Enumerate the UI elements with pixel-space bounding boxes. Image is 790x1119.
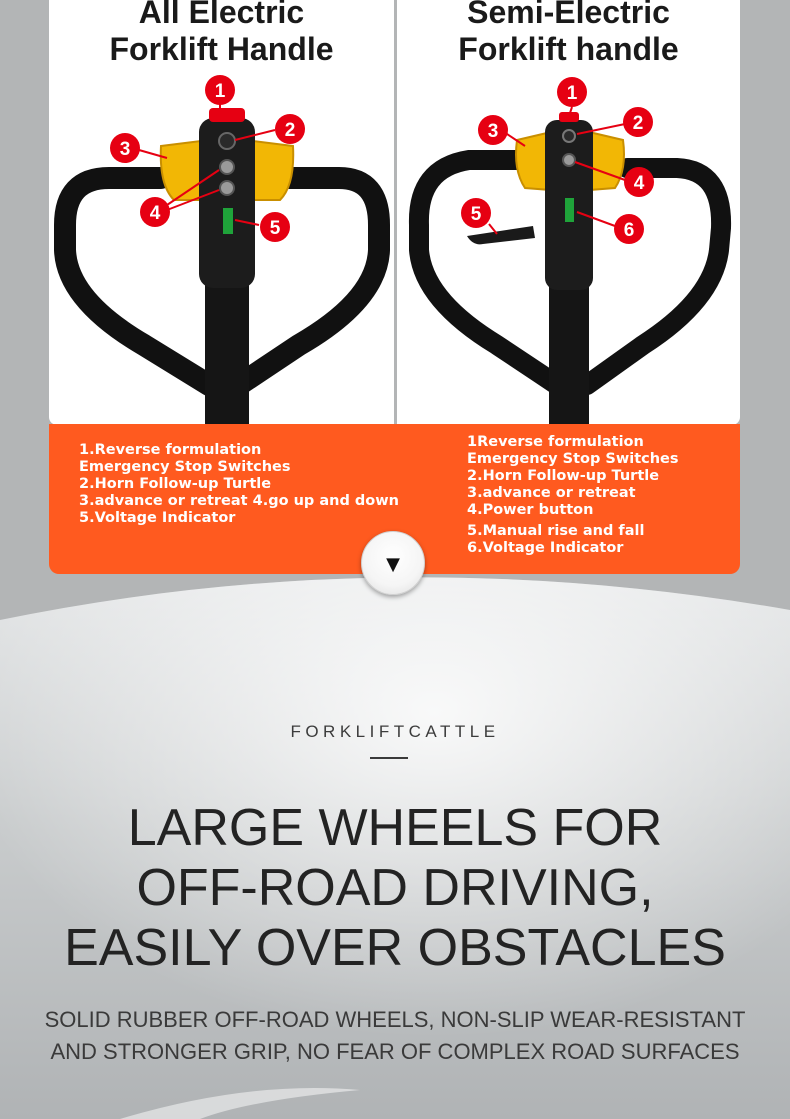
list-item: Emergency Stop Switches — [467, 451, 679, 467]
list-item: 1Reverse formulation — [467, 434, 644, 450]
description-line: AND STRONGER GRIP, NO FEAR OF COMPLEX RO… — [50, 1039, 740, 1064]
down-button — [219, 180, 235, 196]
horn-button — [562, 129, 576, 143]
list-item: 5.Voltage Indicator — [79, 510, 236, 526]
voltage-indicator — [565, 198, 574, 222]
title-line-2: Forklift handle — [458, 31, 679, 67]
marker-5 — [461, 198, 491, 228]
handle-right-arm — [577, 158, 732, 395]
list-item: Emergency Stop Switches — [79, 459, 291, 475]
marker-4-label: 4 — [634, 173, 645, 194]
voltage-indicator — [223, 208, 233, 234]
section-background — [0, 577, 790, 1119]
title-line-1: Semi-Electric — [467, 0, 670, 30]
marker-1-label: 1 — [567, 83, 578, 104]
marker-4 — [140, 197, 170, 227]
semi-electric-handle-illustration: 1 2 3 4 5 6 — [408, 77, 732, 425]
all-electric-handle-illustration: 1 2 3 4 5 — [54, 75, 390, 425]
marker-1 — [557, 77, 587, 107]
marker-6 — [614, 214, 644, 244]
power-button — [562, 153, 576, 167]
handle-left-arm — [54, 167, 220, 396]
list-item: 4.Power button — [467, 502, 594, 518]
marker-5-label: 5 — [270, 218, 281, 239]
all-electric-feature-list: 1.Reverse formulation Emergency Stop Swi… — [79, 442, 399, 527]
semi-electric-handle-card: Semi-Electric Forklift handle 1 2 3 — [397, 0, 740, 425]
list-item: 1.Reverse formulation — [79, 442, 262, 458]
marker-3 — [478, 115, 508, 145]
marker-3-label: 3 — [488, 121, 499, 142]
scroll-down-button[interactable]: ▼ — [361, 531, 425, 595]
all-electric-handle-card: All Electric Forklift Handle 1 — [49, 0, 394, 425]
divider — [370, 757, 408, 759]
handle-right-arm — [228, 167, 390, 396]
control-head — [199, 118, 255, 288]
title-line-1: All Electric — [138, 0, 305, 30]
list-item: 6.Voltage Indicator — [467, 540, 624, 556]
all-electric-title: All Electric Forklift Handle — [49, 0, 394, 68]
marker-5-label: 5 — [471, 204, 482, 225]
list-item: 5.Manual rise and fall — [467, 523, 645, 539]
right-yellow-knob — [244, 138, 295, 201]
section-headline: LARGE WHEELS FOR OFF-ROAD DRIVING, EASIL… — [0, 798, 790, 978]
marker-2-label: 2 — [633, 113, 644, 134]
up-button — [219, 159, 235, 175]
manual-lift-lever — [467, 226, 535, 245]
marker-3 — [110, 133, 140, 163]
title-line-2: Forklift Handle — [109, 31, 334, 67]
marker-1 — [205, 75, 235, 105]
emergency-stop — [559, 112, 579, 122]
list-item: 3.advance or retreat 4.go up and down — [79, 493, 399, 509]
headline-line: OFF-ROAD DRIVING, — [136, 859, 654, 917]
list-item: 3.advance or retreat — [467, 485, 636, 501]
marker-4-label: 4 — [150, 203, 161, 224]
marker-4 — [624, 167, 654, 197]
right-yellow-knob — [588, 130, 625, 192]
handle-left-arm — [408, 150, 567, 395]
marker-2 — [275, 114, 305, 144]
marker-2 — [623, 107, 653, 137]
marker-3-label: 3 — [120, 139, 131, 160]
marker-1-label: 1 — [215, 81, 226, 102]
marker-2-label: 2 — [285, 120, 296, 141]
list-item: 2.Horn Follow-up Turtle — [467, 468, 660, 484]
headline-line: LARGE WHEELS FOR — [127, 799, 663, 857]
semi-electric-title: Semi-Electric Forklift handle — [397, 0, 740, 68]
headline-line: EASILY OVER OBSTACLES — [64, 919, 726, 977]
marker-6-label: 6 — [624, 220, 635, 241]
semi-electric-feature-list: 1Reverse formulation Emergency Stop Swit… — [467, 434, 679, 557]
list-item: 2.Horn Follow-up Turtle — [79, 476, 272, 492]
marker-5 — [260, 212, 290, 242]
brand-eyebrow: FORKLIFTCATTLE — [290, 722, 500, 741]
emergency-stop — [209, 108, 245, 122]
section-description: SOLID RUBBER OFF-ROAD WHEELS, NON-SLIP W… — [0, 1004, 790, 1068]
horn-button — [218, 132, 236, 150]
description-line: SOLID RUBBER OFF-ROAD WHEELS, NON-SLIP W… — [44, 1007, 746, 1032]
down-triangle-icon: ▼ — [386, 554, 400, 575]
